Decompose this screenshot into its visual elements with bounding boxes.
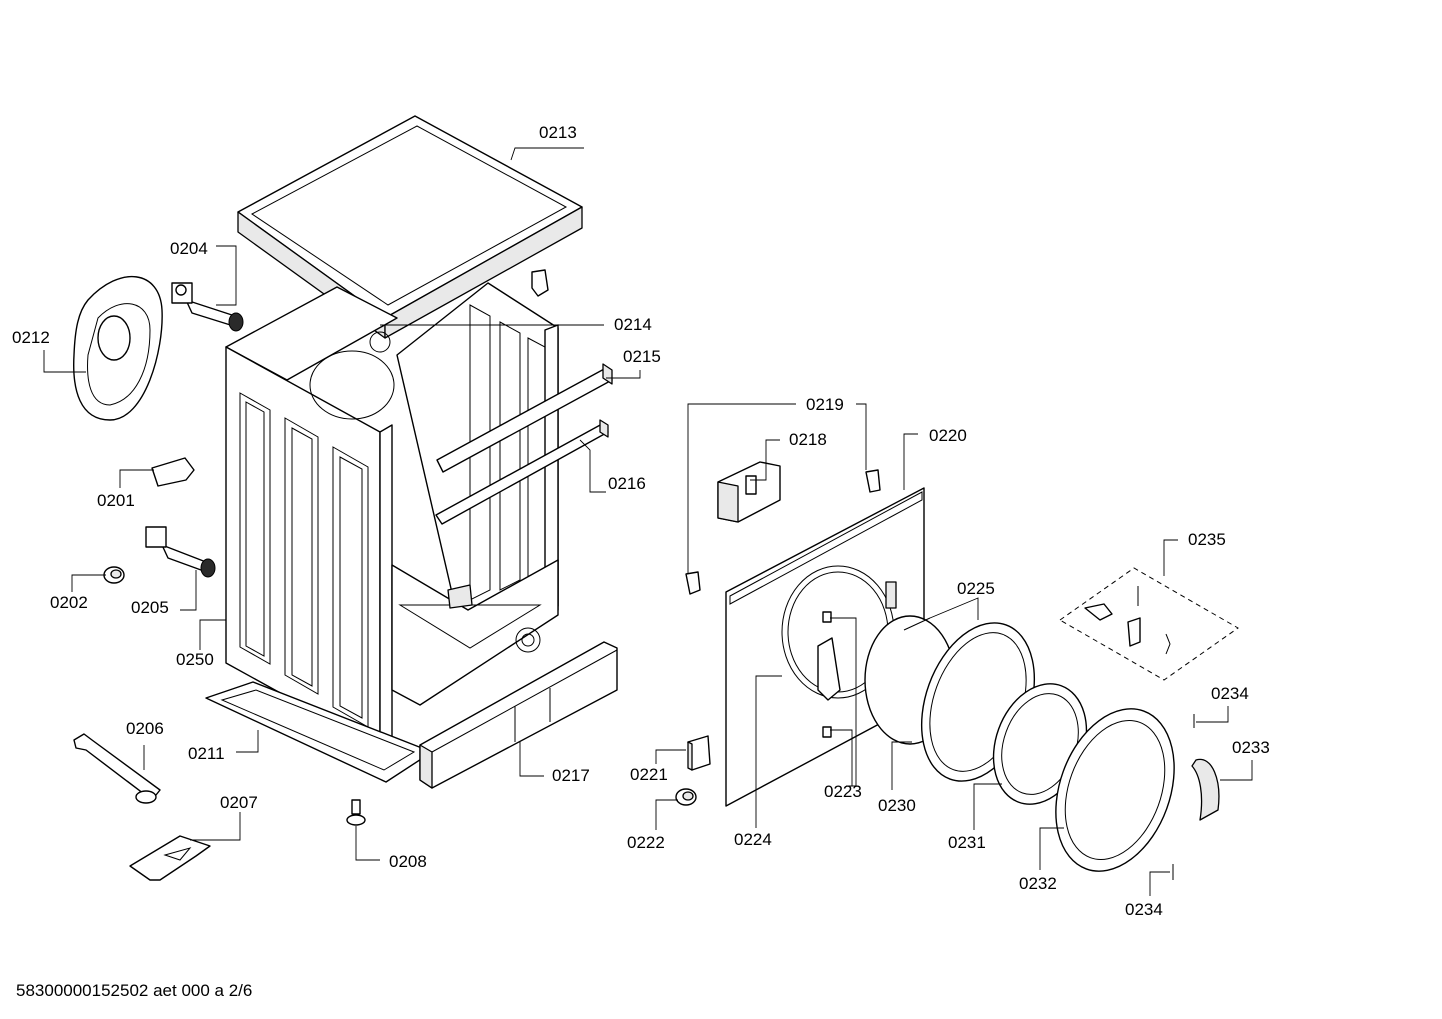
label-0250: 0250 bbox=[176, 650, 214, 669]
small-parts-kit-0235 bbox=[1059, 567, 1239, 681]
label-0204: 0204 bbox=[170, 239, 208, 258]
plinth-panel-part bbox=[419, 641, 618, 789]
label-0215: 0215 bbox=[623, 347, 661, 366]
label-0223: 0223 bbox=[824, 782, 862, 801]
label-0234-top: 0234 bbox=[1211, 684, 1249, 703]
clip-part-0201 bbox=[151, 457, 195, 487]
label-0208: 0208 bbox=[389, 852, 427, 871]
pin-part-0234 bbox=[1172, 714, 1195, 880]
hose-connector-part-0205 bbox=[145, 526, 216, 578]
label-0214: 0214 bbox=[614, 315, 652, 334]
label-0231: 0231 bbox=[948, 833, 986, 852]
label-0224: 0224 bbox=[734, 830, 772, 849]
label-0233: 0233 bbox=[1232, 738, 1270, 757]
label-0201: 0201 bbox=[97, 491, 135, 510]
label-0232: 0232 bbox=[1019, 874, 1057, 893]
label-0225: 0225 bbox=[957, 579, 995, 598]
label-0207: 0207 bbox=[220, 793, 258, 812]
label-0219: 0219 bbox=[806, 395, 844, 414]
door-handle-part-0233 bbox=[1191, 758, 1220, 821]
hinge-part-0221 bbox=[687, 735, 711, 771]
clip-part-0219 bbox=[685, 469, 881, 595]
top-cover-part bbox=[237, 115, 583, 339]
label-0212: 0212 bbox=[12, 328, 50, 347]
label-0213: 0213 bbox=[539, 123, 577, 142]
label-0222: 0222 bbox=[627, 833, 665, 852]
door-outer-ring-part-0232 bbox=[1055, 708, 1175, 872]
label-0220: 0220 bbox=[929, 426, 967, 445]
hose-connector-part-0204 bbox=[171, 282, 244, 332]
cabinet-frame-part bbox=[225, 282, 559, 749]
label-0230: 0230 bbox=[878, 796, 916, 815]
front-panel-part bbox=[725, 487, 925, 807]
rear-cover-part-0212 bbox=[73, 276, 163, 421]
label-0235: 0235 bbox=[1188, 530, 1226, 549]
label-0205: 0205 bbox=[131, 598, 169, 617]
door-lock-part-0218 bbox=[717, 461, 781, 523]
label-0216: 0216 bbox=[608, 474, 646, 493]
cap-part-0202 bbox=[103, 566, 125, 584]
clip-part-top bbox=[531, 269, 549, 297]
label-0221: 0221 bbox=[630, 765, 668, 784]
document-id: 58300000152502 aet 000 a 2/6 bbox=[16, 981, 253, 1000]
label-0202: 0202 bbox=[50, 593, 88, 612]
cap-part-0222 bbox=[675, 788, 697, 806]
part-labels: 0213 0204 0212 0214 0215 0216 0201 0205 … bbox=[12, 123, 1270, 919]
label-0206: 0206 bbox=[126, 719, 164, 738]
foot-part-0208 bbox=[346, 799, 366, 826]
label-0217: 0217 bbox=[552, 766, 590, 785]
label-0218: 0218 bbox=[789, 430, 827, 449]
transport-bracket-part-0207 bbox=[129, 835, 211, 881]
label-0234-bottom: 0234 bbox=[1125, 900, 1163, 919]
wrench-part-0206 bbox=[73, 733, 161, 804]
label-0211: 0211 bbox=[188, 744, 225, 763]
cross-bracket-parts bbox=[435, 363, 613, 525]
leader-lines bbox=[43, 147, 1253, 896]
